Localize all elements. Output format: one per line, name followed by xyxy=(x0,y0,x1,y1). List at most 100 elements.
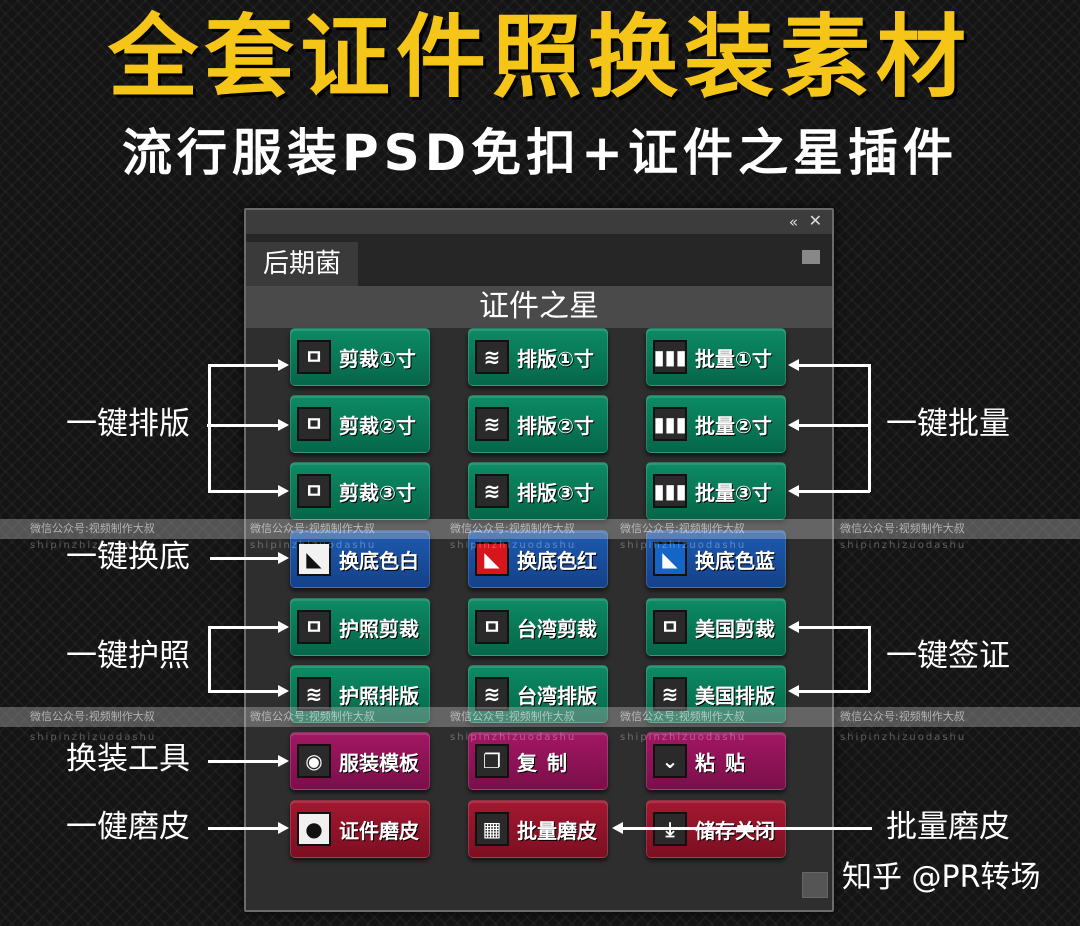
taiwan-crop-button[interactable]: ㅁ 台湾剪裁 xyxy=(468,598,608,656)
crop-icon: ㅁ xyxy=(653,610,687,644)
paste-button[interactable]: ⌄ 粘贴 xyxy=(646,732,786,790)
copy-button[interactable]: ❐ 复制 xyxy=(468,732,608,790)
background-blue-button[interactable]: ◣ 换底色蓝 xyxy=(646,530,786,588)
layers-icon: ≋ xyxy=(475,474,509,508)
connector xyxy=(208,364,211,492)
button-label: 护照排版 xyxy=(339,683,419,708)
button-label: 护照剪裁 xyxy=(339,616,419,641)
watermark-band xyxy=(0,707,1080,727)
button-label: 批量③寸 xyxy=(695,480,772,505)
batch-3-inch-button[interactable]: ▮▮▮ 批量③寸 xyxy=(646,462,786,520)
passport-crop-button[interactable]: ㅁ 护照剪裁 xyxy=(290,598,430,656)
arrow-right-icon xyxy=(278,552,289,564)
layers-icon: ≋ xyxy=(475,407,509,441)
paste-icon: ⌄ xyxy=(653,744,687,778)
batch-retouch-button[interactable]: ▦ 批量磨皮 xyxy=(468,800,608,858)
layers-icon: ≋ xyxy=(297,677,331,711)
watermark-sub: shipinzhizuodashu xyxy=(840,732,967,743)
watermark-text: 微信公众号:视频制作大叔 xyxy=(840,522,965,535)
outfit-template-button[interactable]: ◉ 服装模板 xyxy=(290,732,430,790)
connector xyxy=(798,690,870,693)
crop-2-inch-button[interactable]: ㅁ 剪裁②寸 xyxy=(290,395,430,453)
watermark-text: 微信公众号:视频制作大叔 xyxy=(250,522,375,535)
button-label: 排版③寸 xyxy=(517,480,594,505)
grid-icon: ▦ xyxy=(475,812,509,846)
arrow-right-icon xyxy=(278,485,289,497)
button-label: 储存关闭 xyxy=(695,818,775,843)
connector xyxy=(798,490,870,493)
label-one-click-passport: 一键护照 xyxy=(66,638,190,674)
layout-1-inch-button[interactable]: ≋ 排版①寸 xyxy=(468,328,608,386)
watermark-sub: shipinzhizuodashu xyxy=(30,540,157,551)
us-layout-button[interactable]: ≋ 美国排版 xyxy=(646,665,786,723)
button-label: 剪裁①寸 xyxy=(339,346,416,371)
arrow-left-icon xyxy=(788,685,799,697)
button-label: 服装模板 xyxy=(339,750,419,775)
button-label: 换底色蓝 xyxy=(695,548,775,573)
panel-title: 证件之星 xyxy=(246,286,832,328)
batch-1-inch-button[interactable]: ▮▮▮ 批量①寸 xyxy=(646,328,786,386)
taiwan-layout-button[interactable]: ≋ 台湾排版 xyxy=(468,665,608,723)
crop-icon: ㅁ xyxy=(297,610,331,644)
bar-chart-icon: ▮▮▮ xyxy=(653,407,687,441)
layout-2-inch-button[interactable]: ≋ 排版②寸 xyxy=(468,395,608,453)
bar-chart-icon: ▮▮▮ xyxy=(653,474,687,508)
watermark-text: 微信公众号:视频制作大叔 xyxy=(840,710,965,723)
watermark-sub: shipinzhizuodashu xyxy=(620,732,747,743)
id-retouch-button[interactable]: ● 证件磨皮 xyxy=(290,800,430,858)
watermark-text: 微信公众号:视频制作大叔 xyxy=(620,710,745,723)
crop-3-inch-button[interactable]: ㅁ 剪裁③寸 xyxy=(290,462,430,520)
connector xyxy=(208,364,278,367)
layers-icon: ≋ xyxy=(653,677,687,711)
button-label: 复制 xyxy=(517,750,577,775)
button-label: 排版②寸 xyxy=(517,413,594,438)
watermark-text: 微信公众号:视频制作大叔 xyxy=(30,710,155,723)
arrow-left-icon xyxy=(788,485,799,497)
label-one-click-retouch: 一健磨皮 xyxy=(66,809,190,845)
watermark-sub: shipinzhizuodashu xyxy=(620,540,747,551)
background-white-button[interactable]: ◣ 换底色白 xyxy=(290,530,430,588)
label-one-click-visa: 一键签证 xyxy=(886,638,1010,674)
crop-icon: ㅁ xyxy=(297,340,331,374)
connector xyxy=(208,424,278,427)
connector xyxy=(208,626,211,692)
close-icon[interactable]: ✕ xyxy=(808,211,822,230)
button-label: 台湾剪裁 xyxy=(517,616,597,641)
arrow-right-icon xyxy=(278,755,289,767)
watermark-sub: shipinzhizuodashu xyxy=(840,540,967,551)
label-one-click-background: 一键换底 xyxy=(66,539,190,575)
watermark-sub: shipinzhizuodashu xyxy=(450,540,577,551)
resize-handle[interactable] xyxy=(802,872,828,898)
us-crop-button[interactable]: ㅁ 美国剪裁 xyxy=(646,598,786,656)
arrow-right-icon xyxy=(278,685,289,697)
button-label: 美国排版 xyxy=(695,683,775,708)
subheadline: 流行服装PSD免扣+证件之星插件 xyxy=(121,124,959,182)
arrow-right-icon xyxy=(278,822,289,834)
passport-layout-button[interactable]: ≋ 护照排版 xyxy=(290,665,430,723)
batch-2-inch-button[interactable]: ▮▮▮ 批量②寸 xyxy=(646,395,786,453)
collapse-icon[interactable]: « xyxy=(788,213,798,231)
panel-tabbar: 后期菌 xyxy=(246,234,832,286)
connector xyxy=(798,364,870,367)
layout-3-inch-button[interactable]: ≋ 排版③寸 xyxy=(468,462,608,520)
watermark-text: 微信公众号:视频制作大叔 xyxy=(620,522,745,535)
connector xyxy=(208,626,278,629)
crop-1-inch-button[interactable]: ㅁ 剪裁①寸 xyxy=(290,328,430,386)
connector xyxy=(868,626,871,692)
button-label: 剪裁③寸 xyxy=(339,480,416,505)
white-photo-icon: ◣ xyxy=(297,542,331,576)
panel-menu-icon[interactable] xyxy=(802,250,820,264)
bar-chart-icon: ▮▮▮ xyxy=(653,340,687,374)
arrow-left-icon xyxy=(788,419,799,431)
layers-icon: ≋ xyxy=(475,340,509,374)
watermark-text: 微信公众号:视频制作大叔 xyxy=(450,522,575,535)
red-photo-icon: ◣ xyxy=(475,542,509,576)
crop-icon: ㅁ xyxy=(297,407,331,441)
arrow-right-icon xyxy=(278,419,289,431)
label-one-click-layout: 一键排版 xyxy=(66,406,190,442)
button-label: 换底色红 xyxy=(517,548,597,573)
tab-houqijun[interactable]: 后期菌 xyxy=(246,242,358,286)
button-label: 剪裁②寸 xyxy=(339,413,416,438)
connector xyxy=(208,827,278,830)
background-red-button[interactable]: ◣ 换底色红 xyxy=(468,530,608,588)
